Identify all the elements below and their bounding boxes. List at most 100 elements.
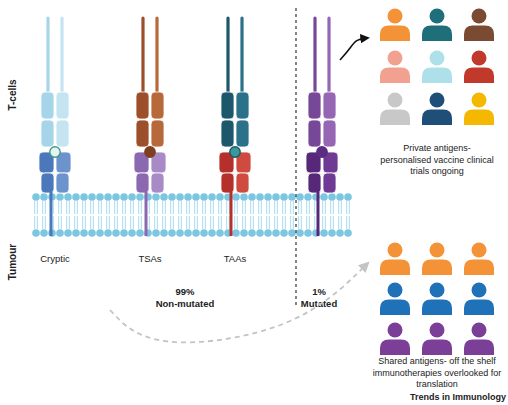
lipid-head [256,193,264,201]
mhc-stem [145,192,148,236]
lipid-tail [157,201,158,214]
lipid-tail [181,216,182,229]
lipid-tail [218,201,219,214]
person-head [388,243,403,258]
lipid-tail [130,201,131,214]
person-body [464,26,494,42]
lipid [256,193,264,237]
lipid-head [72,193,80,201]
person-body [464,260,494,276]
lipid-tail [277,216,278,229]
lipid-head [32,229,40,237]
lipid-tail [93,201,94,214]
tcr-chain [327,18,330,96]
lipid-tail [282,201,283,214]
lipid-head [64,229,72,237]
lipid [72,193,80,237]
person-icon [422,51,452,84]
tcr-mhc-complex [134,18,166,236]
antigen-group: Shared antigens- off the shelf immunothe… [368,238,506,390]
axis-label: T-cells [7,79,18,110]
lipid-tail [226,216,227,229]
peptide [50,147,60,157]
lipid-head [344,193,352,201]
antigen-group: 99%Non-mutated [30,20,292,310]
lipid-head [248,229,256,237]
lipid-tail [170,216,171,229]
lipid [344,193,352,237]
lipid-tail [74,201,75,214]
antigen-label: TAAs [224,253,247,264]
lipid-tail [226,201,227,214]
tcr-mhc-complex [219,18,251,236]
lipid-tail [138,216,139,229]
mhc-domain [151,173,164,193]
lipid-tail [210,216,211,229]
tcr-chain [141,18,144,96]
tcr-domain [151,120,164,147]
lipid-head [304,193,312,201]
lipid-head [264,229,272,237]
lipid-tail [261,216,262,229]
lipid-tail [34,216,35,229]
lipid-tail [301,201,302,214]
lipid-head [64,193,72,201]
person-icon [464,93,494,126]
tcr-domain [323,92,336,119]
person-head [388,93,403,108]
lipid [152,193,160,237]
lipid-head [264,193,272,201]
lipid [128,193,136,237]
lipid-tail [234,216,235,229]
lipid [264,193,272,237]
lipid-head [152,229,160,237]
lipid-tail [210,201,211,214]
lipid-head [120,193,128,201]
person-icon [464,323,494,356]
lipid-head [304,229,312,237]
lipid-tail [69,201,70,214]
lipid-tail [82,216,83,229]
person-icon [464,51,494,84]
lipid-tail [245,201,246,214]
lipid [304,193,312,237]
person-icon [422,243,452,276]
person-head [430,283,445,298]
lipid-head [40,229,48,237]
lipid-tail [117,201,118,214]
person-icon [422,9,452,42]
person-body [422,68,452,84]
lipid-tail [42,201,43,214]
lipid-tail [306,201,307,214]
person-body [464,110,494,126]
lipid-tail [37,216,38,229]
tcr-chain [226,18,229,96]
mhc-stem [317,192,320,236]
tcr-domain [41,92,54,119]
lipid-head [240,229,248,237]
lipid-head [336,193,344,201]
person-head [430,9,445,24]
tcr-domain [136,120,149,147]
person-body [422,110,452,126]
lipid-tail [197,216,198,229]
lipid-tail [90,216,91,229]
lipid-tail [186,216,187,229]
lipid-head [320,229,328,237]
person-body [464,68,494,84]
person-head [472,51,487,66]
lipid-tail [221,201,222,214]
lipid [296,193,304,237]
lipid-head [136,193,144,201]
lipid-tail [298,201,299,214]
lipid-tail [221,216,222,229]
lipid [40,193,48,237]
lipid-tail [341,201,342,214]
source-label: Trends in Immunology [410,392,506,402]
lipid-tail [53,216,54,229]
person-icon [380,93,410,126]
lipid-head [56,229,64,237]
lipid [136,193,144,237]
